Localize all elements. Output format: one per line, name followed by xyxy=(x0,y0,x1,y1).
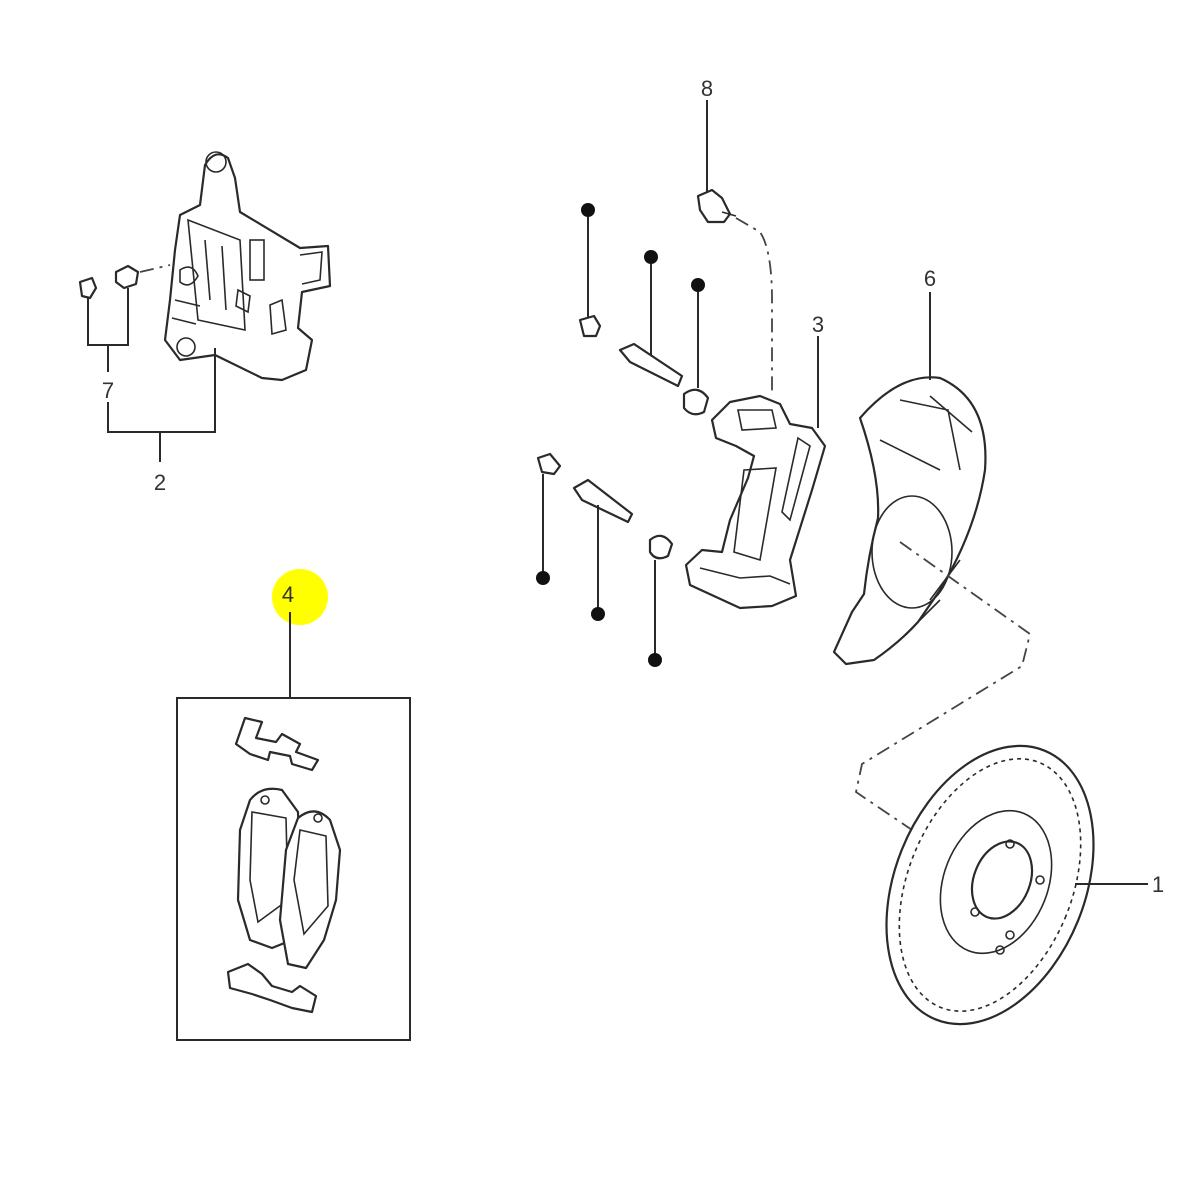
callout-7-label: 7 xyxy=(102,378,114,403)
bracket-hardware-lower xyxy=(536,452,674,667)
callout-1-label: 1 xyxy=(1152,872,1164,897)
pad-kit-frame xyxy=(176,697,411,1041)
callout-6-label: 6 xyxy=(924,266,936,291)
brake-disc-drawing xyxy=(885,744,1095,1026)
pad-clip-upper-drawing xyxy=(234,716,320,772)
brake-caliper-drawing xyxy=(163,151,332,382)
bolt-8-path xyxy=(735,217,773,396)
callout-7-leader xyxy=(87,288,129,372)
callout-2-leader xyxy=(107,348,216,462)
callout-2-label: 2 xyxy=(154,470,166,495)
bolt-8-drawing xyxy=(696,188,737,224)
callout-4-highlight xyxy=(272,569,328,625)
pad-clip-lower-drawing xyxy=(226,962,318,1014)
caliper-bolt-drawing xyxy=(78,264,171,300)
bracket-hardware-upper xyxy=(578,203,710,416)
caliper-bracket-drawing xyxy=(684,394,827,610)
dust-shield-drawing xyxy=(832,376,987,666)
brake-pad-outer-drawing xyxy=(278,810,342,970)
disc-assembly-path xyxy=(854,541,1032,831)
callout-4-label: 4 xyxy=(282,582,294,607)
callout-8-label: 8 xyxy=(701,76,713,101)
callout-3-label: 3 xyxy=(812,312,824,337)
